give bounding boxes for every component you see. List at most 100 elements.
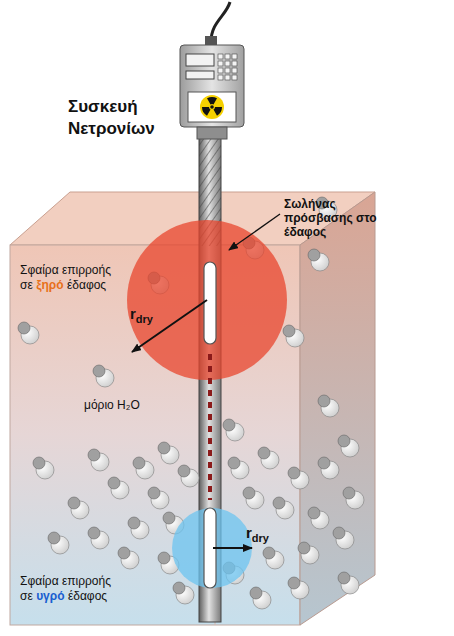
- hydrogen-atom: [158, 552, 170, 564]
- label-text: σε: [20, 589, 33, 603]
- hydrogen-atom: [158, 442, 170, 454]
- water-molecule: [308, 249, 329, 271]
- text-line: Σφαίρα επιρροής: [20, 574, 111, 589]
- label-text: Σφαίρα επιρροής: [20, 574, 111, 588]
- hydrogen-atom: [283, 325, 295, 337]
- hydrogen-atom: [263, 547, 275, 559]
- wet-influence-sphere: [172, 508, 252, 588]
- water-molecule: [308, 507, 329, 529]
- water-molecule: [343, 487, 364, 509]
- trefoil-center: [210, 105, 214, 109]
- hydrogen-atom: [178, 465, 190, 477]
- hydrogen-atom: [148, 487, 160, 499]
- water-molecule: [178, 465, 199, 487]
- dry-sphere-label: Σφαίρα επιρροήςσεξηρόέδαφος: [20, 263, 111, 293]
- molecule-label: μόριο H₂O: [84, 398, 140, 413]
- label-text: έδαφος: [68, 589, 107, 603]
- radiation-plate: [188, 92, 236, 122]
- water-molecule: [250, 587, 271, 609]
- water-molecule: [223, 419, 244, 441]
- water-molecule: [338, 435, 359, 457]
- water-molecule: [273, 497, 294, 519]
- hydrogen-atom: [243, 487, 255, 499]
- water-molecule: [148, 487, 169, 509]
- water-molecule: [118, 547, 139, 569]
- radius-arrow: [213, 547, 252, 549]
- label-text: έδαφος: [67, 278, 106, 292]
- probe-source: [204, 262, 216, 344]
- probe-path: [208, 354, 212, 500]
- hydrogen-atom: [93, 365, 105, 377]
- water-molecule: [158, 442, 179, 464]
- hydrogen-atom: [250, 587, 262, 599]
- leader-line: [229, 214, 280, 250]
- hydrogen-atom: [288, 467, 300, 479]
- hydrogen-atom: [223, 419, 235, 431]
- water-molecule: [333, 527, 354, 549]
- keypad-key: [225, 54, 230, 59]
- water-molecule: [173, 582, 194, 604]
- keypad-key: [218, 61, 223, 66]
- hydrogen-atom: [133, 457, 145, 469]
- keypad-key: [218, 54, 223, 59]
- water-molecule: [283, 325, 304, 347]
- water-molecule: [33, 457, 54, 479]
- hydrogen-atom: [343, 487, 355, 499]
- soil-side: [300, 192, 375, 625]
- label-text: μόριο H₂O: [84, 398, 140, 412]
- hydrogen-atom: [273, 497, 285, 509]
- label-text: r: [130, 305, 136, 322]
- hydrogen-atom: [48, 532, 60, 544]
- hydrogen-atom: [298, 542, 310, 554]
- keypad-key: [232, 54, 237, 59]
- device-body: [180, 45, 244, 127]
- label-text: Σωλήνας πρόσβασης στο έδαφος: [284, 197, 377, 239]
- water-molecule: [68, 497, 89, 519]
- water-molecule: [48, 532, 69, 554]
- label-text: Συσκευή Νετρονίων: [68, 97, 155, 138]
- hydrogen-atom: [88, 449, 100, 461]
- radius-label: rdry: [246, 524, 269, 547]
- trefoil-blade: [214, 107, 223, 116]
- water-molecule: [93, 365, 114, 387]
- device-label: Συσκευή Νετρονίων: [68, 96, 186, 140]
- hydrogen-atom: [108, 477, 120, 489]
- water-molecule: [318, 457, 339, 479]
- water-molecule: [18, 322, 39, 344]
- water-molecule: [288, 577, 309, 599]
- water-molecules: [18, 197, 364, 609]
- radius-label: rdry: [130, 305, 153, 328]
- device-display: [186, 71, 214, 79]
- water-molecule: [318, 395, 339, 417]
- keypad-key: [232, 61, 237, 66]
- water-molecule: [228, 457, 249, 479]
- dry-influence-sphere: [127, 220, 287, 380]
- keypad-key: [218, 68, 223, 73]
- radiation-sign: [200, 95, 224, 119]
- hydrogen-atom: [318, 395, 330, 407]
- tube-label: Σωλήνας πρόσβασης στο έδαφος: [284, 197, 388, 239]
- device-display: [186, 54, 214, 66]
- subscript: dry: [136, 313, 153, 325]
- hydrogen-atom: [308, 507, 320, 519]
- water-molecule: [133, 457, 154, 479]
- device-neck: [197, 127, 227, 139]
- hydrogen-atom: [338, 435, 350, 447]
- hydrogen-atom: [118, 547, 130, 559]
- text-line: μόριο H₂O: [84, 398, 140, 413]
- hydrogen-atom: [163, 512, 175, 524]
- hydrogen-atom: [318, 457, 330, 469]
- hydrogen-atom: [88, 527, 100, 539]
- hydrogen-atom: [258, 447, 270, 459]
- radius-arrow: [132, 300, 207, 352]
- keypad-key: [225, 68, 230, 73]
- wet-sphere-label: Σφαίρα επιρροήςσευγρό έδαφος: [20, 574, 111, 604]
- keypad-key: [232, 68, 237, 73]
- label-text: υγρό: [36, 589, 64, 603]
- text-line: rdry: [246, 524, 269, 547]
- hydrogen-atom: [128, 517, 140, 529]
- hydrogen-atom: [228, 457, 240, 469]
- hydrogen-atom: [308, 249, 320, 261]
- hydrogen-atom: [173, 582, 185, 594]
- device-keypad: [218, 54, 237, 80]
